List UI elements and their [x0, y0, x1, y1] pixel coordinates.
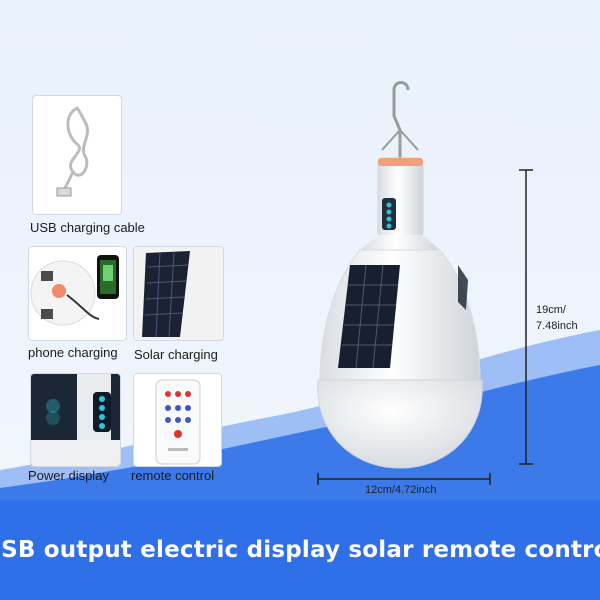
solar-panel-icon: [134, 247, 223, 340]
width-dimension-line: [317, 473, 491, 485]
height-label-inch: 7.48inch: [536, 320, 578, 332]
height-dimension-line: [519, 169, 533, 465]
phone-charging-icon: [30, 255, 119, 326]
phone-charging-thumbnail: [28, 246, 127, 341]
usb-cable-thumbnail: [32, 95, 122, 215]
remote-control-thumbnail: [133, 373, 222, 467]
width-label: 12cm/4.72inch: [365, 484, 437, 496]
solar-charging-thumbnail: [133, 246, 224, 341]
remote-caption: remote control: [131, 468, 215, 483]
usb-cable-icon: [56, 106, 90, 197]
height-label-cm: 19cm/: [536, 304, 566, 316]
banner-text: USB output electric display solar remote…: [0, 537, 600, 563]
solar-bulb-lamp: [317, 81, 483, 469]
usb-caption: USB charging cable: [30, 220, 145, 235]
power-display-icon: [31, 374, 120, 466]
phone-caption: phone charging: [28, 345, 118, 360]
solar-caption: Solar charging: [134, 347, 218, 362]
remote-control-icon: [155, 379, 201, 465]
power-display-thumbnail: [30, 373, 121, 467]
feature-banner: USB output electric display solar remote…: [0, 500, 600, 600]
power-caption: Power display: [28, 468, 109, 483]
